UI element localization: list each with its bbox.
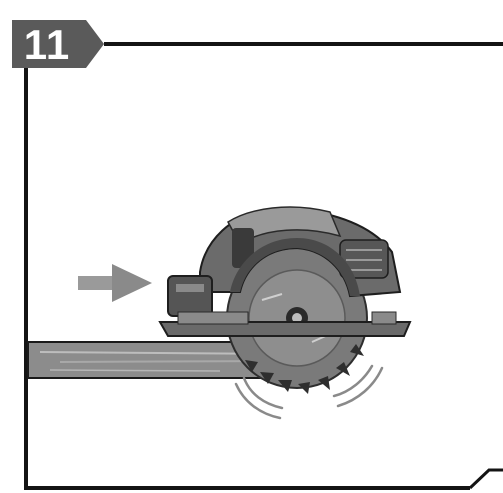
- push-direction-arrow-icon: [78, 264, 152, 302]
- step-number: 11: [14, 21, 80, 69]
